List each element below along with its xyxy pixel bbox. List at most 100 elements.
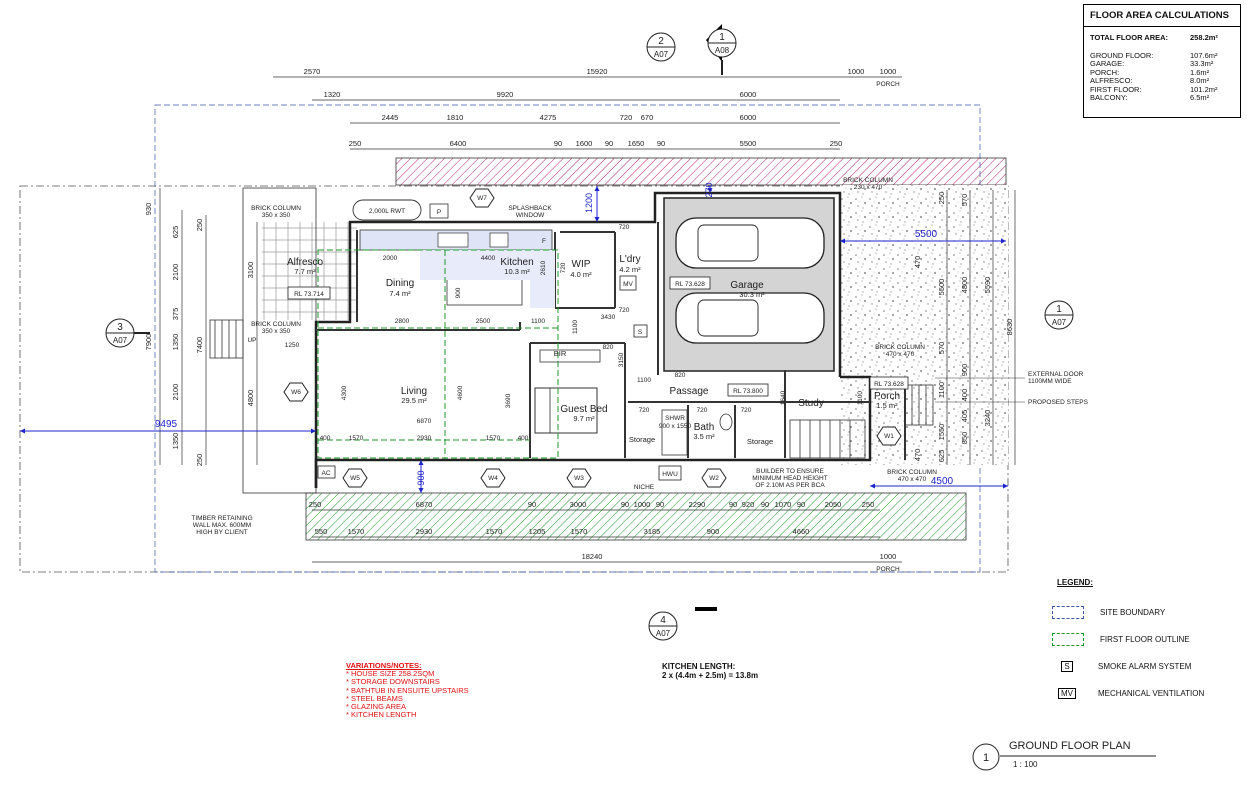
dim-text: 90 xyxy=(528,500,536,509)
dim-text: 720 xyxy=(697,407,708,414)
first-floor-outline xyxy=(317,249,559,459)
floor-area-value: 33.3m² xyxy=(1190,59,1214,68)
fridge-label: F xyxy=(542,238,546,245)
dim-text: 2100 xyxy=(171,384,180,401)
floor-area-label: GARAGE: xyxy=(1090,59,1125,68)
floor-area-value: 258.2m² xyxy=(1190,33,1218,42)
room-living: Living xyxy=(401,386,427,397)
dim-text: 2800 xyxy=(395,318,410,325)
dim-text: 6400 xyxy=(450,139,467,148)
retaining-wall-note: TIMBER RETAINING xyxy=(191,515,252,522)
dim-text: 250 xyxy=(937,192,946,205)
dim-text: 920 xyxy=(742,500,755,509)
window-label: WINDOW xyxy=(516,212,545,219)
kitchen-length-title: KITCHEN LENGTH: xyxy=(662,662,736,671)
toilet-icon xyxy=(719,413,733,431)
dim-text: 2610 xyxy=(540,260,547,275)
stairs xyxy=(209,319,934,459)
dim-text: 2100 xyxy=(171,264,180,281)
window-tags xyxy=(283,188,902,488)
floor-area-row: PORCH: 1.6m² xyxy=(1084,67,1240,78)
note-item: * KITCHEN LENGTH xyxy=(346,710,417,720)
room-bir: BIR xyxy=(554,349,567,358)
rl-alfresco: RL 73.714 xyxy=(294,291,324,298)
dim-text: 820 xyxy=(675,372,686,379)
dim-text: 1100 xyxy=(937,382,946,398)
floor-area-value: 8.0m² xyxy=(1190,76,1210,85)
section-marker-3: 3 A07 xyxy=(105,318,150,348)
alfresco-floor xyxy=(262,222,357,320)
dim-text: 1250 xyxy=(285,342,300,349)
section-number: 3 xyxy=(117,322,123,333)
dim-text: 4400 xyxy=(481,255,496,262)
dim-text: 90 xyxy=(605,139,613,148)
floor-area-row: TOTAL FLOOR AREA: 258.2m² xyxy=(1084,33,1240,43)
floor-area-label: ALFRESCO: xyxy=(1090,76,1133,85)
floor-area-label: TOTAL FLOOR AREA: xyxy=(1090,33,1169,42)
neighbour-strip-top xyxy=(395,157,1007,186)
dim-text: 850 xyxy=(960,432,969,445)
floor-area-row: GARAGE: 33.3m² xyxy=(1084,59,1240,69)
dim-text: 1000 xyxy=(880,67,897,76)
floor-area-label: GROUND FLOOR: xyxy=(1090,50,1154,60)
floor-area-row: FIRST FLOOR: 101.2m² xyxy=(1084,84,1240,95)
dim-text: 4660 xyxy=(793,527,810,536)
dim-text: 1100 xyxy=(531,318,545,325)
note-item: * HOUSE SIZE 258.2SQM xyxy=(346,669,435,679)
legend-label: MECHANICAL VENTILATION xyxy=(1098,689,1205,698)
room-storage: Storage xyxy=(629,435,655,444)
porch-dim-label: PORCH xyxy=(876,81,900,88)
note-item: * STEEL BEAMS xyxy=(346,693,403,703)
site-boundary-swatch xyxy=(1052,606,1084,619)
shower-size: 900 x 1550 xyxy=(659,423,692,430)
legend-label: SITE BOUNDARY xyxy=(1100,608,1166,617)
dim-text: 1100 xyxy=(857,391,864,405)
dim-text: 1070 xyxy=(775,500,792,509)
outer-walls xyxy=(314,191,872,488)
variations-notes: VARIATIONS/NOTES: * HOUSE SIZE 258.2SQM … xyxy=(346,661,469,720)
kitchen-island xyxy=(446,277,523,306)
drawing-title: 1 GROUND FLOOR PLAN 1 : 100 xyxy=(972,740,1156,771)
dim-text: 7900 xyxy=(144,334,153,351)
rl-porch: RL 73.628 xyxy=(874,381,904,388)
area-garage: 30.3 m² xyxy=(739,290,765,299)
section-marker-4: 4 A07 xyxy=(648,607,717,641)
dim-text: 4800 xyxy=(246,390,255,407)
dim-text: 400 xyxy=(960,389,969,402)
room-guest-bed: Guest Bed xyxy=(560,404,607,415)
smoke-alarm-symbol: S xyxy=(638,329,643,336)
dim-text: 1550 xyxy=(937,424,946,441)
dim-text: 720 xyxy=(620,113,633,122)
car-icon xyxy=(675,217,825,344)
floor-area-value: 101.2m² xyxy=(1190,84,1218,94)
note-item: * STORAGE DOWNSTAIRS xyxy=(346,677,440,687)
dim-text: 250 xyxy=(309,500,322,509)
dim-text: 1570 xyxy=(486,527,503,536)
builder-note: BUILDER TO ENSURE xyxy=(756,468,824,475)
kitchen-sink xyxy=(437,232,469,248)
dim-text: 720 xyxy=(619,307,630,314)
floor-area-label: PORCH: xyxy=(1090,67,1120,77)
section-number: 1 xyxy=(719,32,725,43)
room-dining: Dining xyxy=(386,278,414,289)
window-tag-w2: W2 xyxy=(709,475,719,482)
legend-item: FIRST FLOOR OUTLINE xyxy=(1052,626,1242,653)
dim-text: 1350 xyxy=(171,433,180,450)
legend-item: S SMOKE ALARM SYSTEM xyxy=(1052,653,1242,680)
area-bath: 3.5 m² xyxy=(693,432,715,441)
setback-dim: 5500 xyxy=(915,229,938,240)
setback-dim: 900 xyxy=(416,470,426,485)
dim-text: 2000 xyxy=(383,255,398,262)
dim-text: 18240 xyxy=(582,552,603,561)
p-label: P xyxy=(437,209,441,216)
porch-dim-label: PORCH xyxy=(876,566,900,573)
dim-text: 375 xyxy=(171,308,180,321)
legend: LEGEND: SITE BOUNDARY FIRST FLOOR OUTLIN… xyxy=(1052,578,1242,707)
setback-dim: 9495 xyxy=(155,419,178,430)
floor-area-value: 1.6m² xyxy=(1190,67,1210,77)
dim-text: 3185 xyxy=(644,527,661,536)
dim-text: 2930 xyxy=(416,527,433,536)
floor-area-label: BALCONY: xyxy=(1090,93,1128,102)
window-tag-w3: W3 xyxy=(574,475,584,482)
